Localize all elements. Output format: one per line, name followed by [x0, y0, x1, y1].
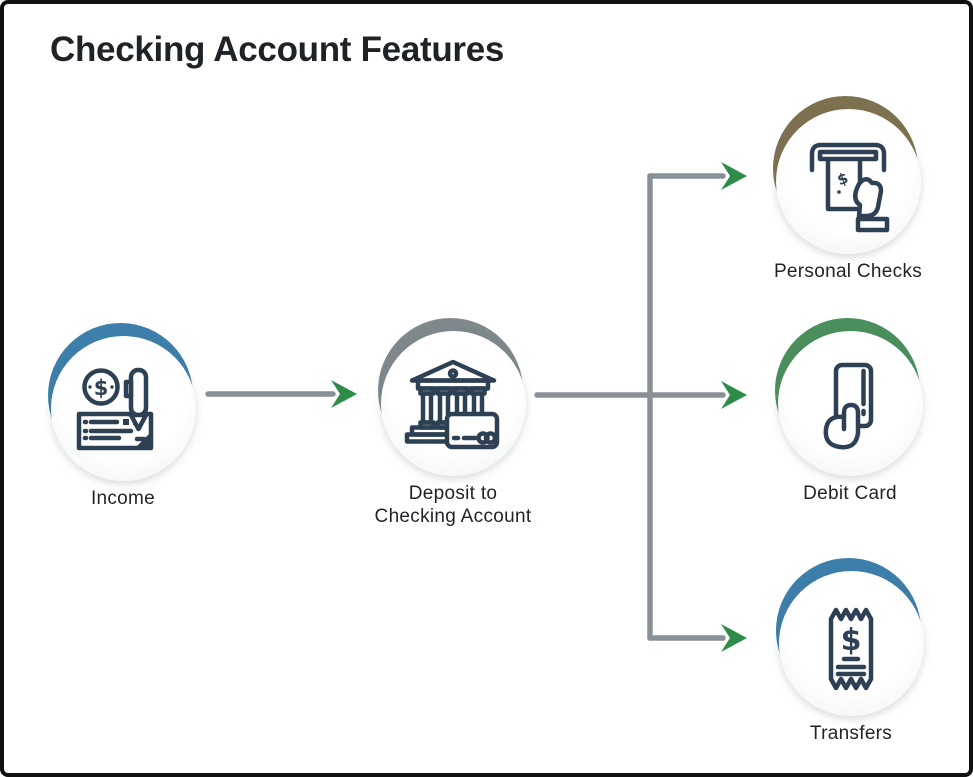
arrowhead-icon: [331, 380, 357, 408]
coin-check-pen-icon: $: [76, 367, 154, 451]
receipt-icon: $: [828, 607, 874, 691]
card-in-hand-icon: [823, 362, 874, 450]
node-label: Personal Checks: [773, 261, 923, 282]
page-title: Checking Account Features: [50, 30, 505, 69]
node-label: Transfers: [809, 723, 893, 744]
node-label: Deposit to Checking Account: [374, 483, 532, 528]
node-label: Income: [90, 488, 156, 509]
income-circle: [51, 336, 196, 481]
node-label: Debit Card: [803, 483, 897, 504]
arrowhead-icon: [721, 624, 747, 652]
deposit-circle: [381, 331, 526, 476]
svg-text:$: $: [841, 623, 862, 658]
bank-with-card-icon: [404, 359, 500, 450]
arrowhead-icon: [721, 162, 747, 190]
svg-text:$: $: [94, 376, 109, 400]
arrowhead-icon: [721, 381, 747, 409]
check-deposit-hand-icon: $: [809, 142, 890, 233]
